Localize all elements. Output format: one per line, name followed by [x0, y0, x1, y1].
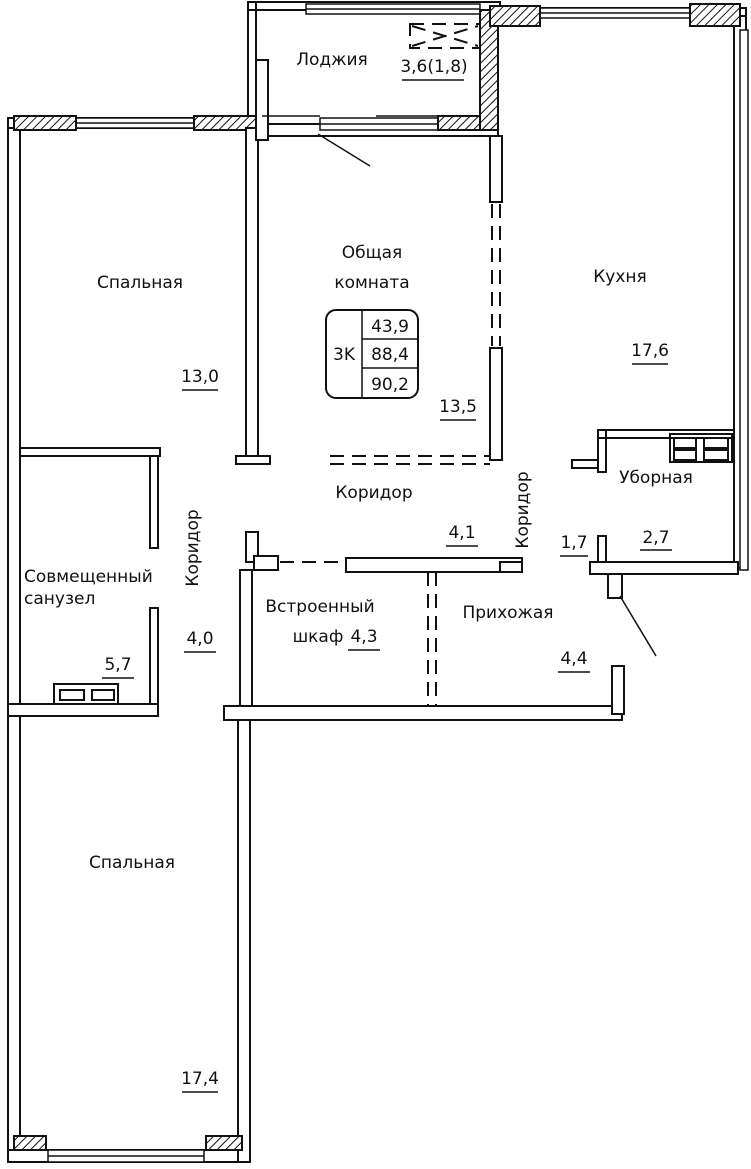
total-with-loggia-value: 90,2 — [371, 375, 409, 395]
wardrobe-name-2: шкаф — [293, 627, 344, 647]
apartment-summary: 3K 43,9 88,4 90,2 — [325, 309, 419, 399]
bedroom-bottom-name: Спальная — [89, 853, 175, 873]
corridor-right-area: 1,7 — [560, 533, 587, 553]
loggia-area: 3,6(1,8) — [400, 57, 467, 77]
hallway-area: 4,4 — [560, 649, 587, 669]
loggia-name: Лоджия — [296, 50, 368, 70]
hatched-walls — [13, 3, 741, 1151]
bedroom-bottom-area: 17,4 — [181, 1069, 219, 1089]
kitchen-area: 17,6 — [631, 341, 669, 361]
bathroom-name-2: санузел — [24, 589, 95, 609]
interior-walls — [7, 59, 739, 721]
bedroom-top-name: Спальная — [97, 273, 183, 293]
corridor-center-name: Коридор — [335, 483, 412, 503]
corridor-left-area: 4,0 — [186, 629, 213, 649]
living-area-value: 43,9 — [371, 317, 409, 337]
corridor-center-area: 4,1 — [448, 523, 475, 543]
corridor-right-name: Коридор — [513, 471, 533, 548]
hallway-name: Прихожая — [462, 603, 553, 623]
bathroom-name-1: Совмещенный — [24, 567, 153, 587]
wardrobe-area: 4,3 — [350, 627, 377, 647]
kitchen-name: Кухня — [593, 267, 647, 287]
sink-fixture — [53, 683, 119, 705]
common-room-name-1: Общая — [342, 243, 403, 263]
common-room-area: 13,5 — [439, 397, 477, 417]
room-labels: Лоджия 3,6(1,8) Спальная 13,0 Общая комн… — [24, 50, 693, 1093]
toilet-area: 2,7 — [642, 528, 669, 548]
corridor-left-name: Коридор — [183, 509, 203, 586]
doors — [262, 115, 657, 657]
wardrobe-name-1: Встроенный — [265, 597, 374, 617]
total-area-value: 88,4 — [371, 345, 409, 365]
fixtures — [53, 433, 733, 705]
common-room-name-2: комната — [334, 273, 409, 293]
bathroom-area: 5,7 — [104, 655, 131, 675]
dashed-lines — [280, 23, 501, 706]
apartment-type-label: 3K — [333, 345, 356, 365]
windows — [47, 3, 749, 1163]
bedroom-top-area: 13,0 — [181, 367, 219, 387]
toilet-fixture — [669, 433, 733, 463]
toilet-name: Уборная — [619, 468, 693, 488]
